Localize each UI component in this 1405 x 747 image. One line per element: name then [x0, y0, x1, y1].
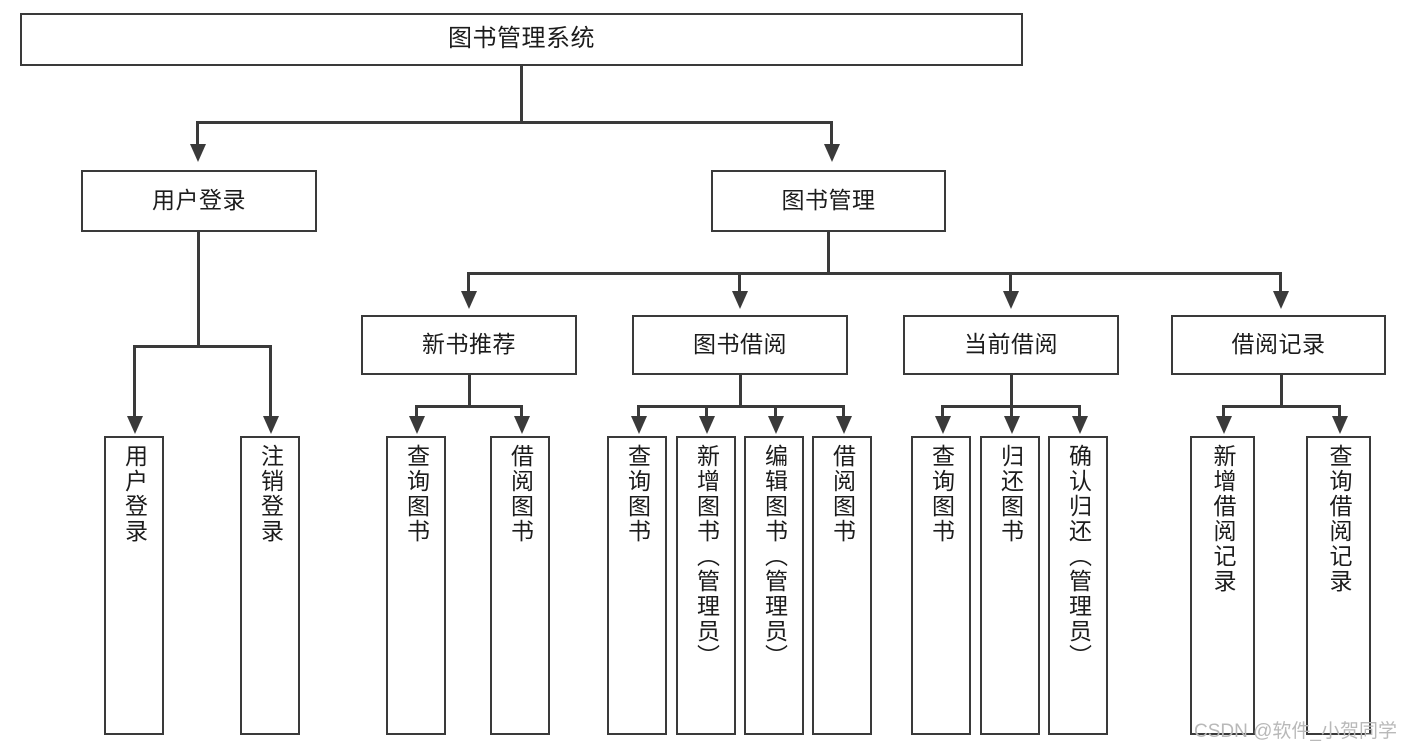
leaf-edit-book[interactable]: 编辑图书（管理员） [744, 436, 804, 735]
node-label: 图书管理 [781, 187, 876, 214]
connector-currentborrow-b3 [1078, 405, 1081, 418]
arrow-to-borrow-book-2 [836, 416, 852, 434]
arrow-to-query-borrow-record [1332, 416, 1348, 434]
connector-bookborrow-b4 [842, 405, 845, 418]
node-label: 确认归还（管理员） [1065, 444, 1092, 669]
connector-bookmgmt-stem [827, 232, 830, 272]
node-label: 借阅图书 [829, 444, 856, 544]
connector-currentborrow-b2 [1010, 405, 1013, 418]
arrow-to-query-book-3 [935, 416, 951, 434]
connector-root-bus [196, 121, 833, 124]
node-new-book-recommend[interactable]: 新书推荐 [361, 315, 577, 375]
node-borrow-record[interactable]: 借阅记录 [1171, 315, 1386, 375]
connector-root-to-bookmgmt [830, 121, 833, 146]
node-label: 查询借阅记录 [1326, 444, 1352, 594]
connector-bookmgmt-b2 [738, 272, 741, 293]
arrow-to-borrow-record [1273, 291, 1289, 309]
connector-currentborrow-stem [1010, 375, 1013, 405]
node-root-system[interactable]: 图书管理系统 [20, 13, 1023, 66]
node-label: 查询图书 [624, 444, 651, 544]
arrow-to-edit-book [768, 416, 784, 434]
leaf-add-book[interactable]: 新增图书（管理员） [676, 436, 736, 735]
node-label: 借阅图书 [507, 444, 534, 544]
connector-newbook-stem [468, 375, 471, 405]
node-label: 当前借阅 [964, 331, 1058, 358]
watermark: CSDN @软件_小贺同学 [1194, 721, 1397, 742]
connector-borrowrecord-b1 [1222, 405, 1225, 418]
node-label: 借阅记录 [1231, 331, 1326, 358]
node-label: 查询图书 [928, 444, 955, 544]
node-label: 新增借阅记录 [1210, 444, 1236, 594]
connector-bookborrow-stem [739, 375, 742, 405]
node-label: 用户登录 [152, 187, 246, 214]
arrow-to-logout-leaf [263, 416, 279, 434]
node-label: 图书借阅 [693, 331, 787, 358]
arrow-to-user-login-leaf [127, 416, 143, 434]
connector-userlogin-stem [197, 232, 200, 345]
node-label: 查询图书 [403, 444, 430, 544]
leaf-query-book-borrow[interactable]: 查询图书 [607, 436, 667, 735]
node-label: 新增图书（管理员） [693, 444, 720, 669]
node-label: 注销登录 [257, 444, 284, 544]
arrow-to-add-borrow-record [1216, 416, 1232, 434]
connector-bookborrow-b1 [637, 405, 640, 418]
node-label: 用户登录 [121, 444, 148, 544]
node-label: 图书管理系统 [448, 25, 595, 53]
arrow-to-borrow-book-1 [514, 416, 530, 434]
connector-bookborrow-b2 [705, 405, 708, 418]
connector-bookmgmt-b4 [1279, 272, 1282, 293]
connector-newbook-b1 [415, 405, 418, 418]
arrow-to-book-borrow [732, 291, 748, 309]
leaf-query-book-current[interactable]: 查询图书 [911, 436, 971, 735]
connector-borrowrecord-bus [1222, 405, 1338, 408]
leaf-query-book-recommend[interactable]: 查询图书 [386, 436, 446, 735]
node-label: 归还图书 [997, 444, 1024, 544]
leaf-logout[interactable]: 注销登录 [240, 436, 300, 735]
leaf-query-borrow-record[interactable]: 查询借阅记录 [1306, 436, 1371, 735]
node-current-borrow[interactable]: 当前借阅 [903, 315, 1119, 375]
leaf-return-book[interactable]: 归还图书 [980, 436, 1040, 735]
arrow-to-confirm-return [1072, 416, 1088, 434]
connector-userlogin-b1 [133, 345, 136, 418]
connector-bookborrow-b3 [774, 405, 777, 418]
arrow-to-book-management [824, 144, 840, 162]
connector-borrowrecord-b2 [1338, 405, 1341, 418]
leaf-user-login[interactable]: 用户登录 [104, 436, 164, 735]
leaf-confirm-return[interactable]: 确认归还（管理员） [1048, 436, 1108, 735]
connector-bookmgmt-bus [467, 272, 1279, 275]
connector-borrowrecord-stem [1280, 375, 1283, 405]
arrow-to-current-borrow [1003, 291, 1019, 309]
node-book-management[interactable]: 图书管理 [711, 170, 946, 232]
connector-bookmgmt-b3 [1009, 272, 1012, 293]
connector-root-to-login [196, 121, 199, 146]
connector-userlogin-b2 [269, 345, 272, 418]
connector-bookmgmt-b1 [467, 272, 470, 293]
node-user-login[interactable]: 用户登录 [81, 170, 317, 232]
node-book-borrow[interactable]: 图书借阅 [632, 315, 848, 375]
connector-newbook-bus [415, 405, 520, 408]
connector-newbook-b2 [520, 405, 523, 418]
node-label: 编辑图书（管理员） [761, 444, 788, 669]
connector-currentborrow-b1 [941, 405, 944, 418]
node-label: 新书推荐 [422, 331, 516, 358]
connector-userlogin-bus [133, 345, 271, 348]
arrow-to-new-book-recommend [461, 291, 477, 309]
leaf-borrow-book-recommend[interactable]: 借阅图书 [490, 436, 550, 735]
leaf-add-borrow-record[interactable]: 新增借阅记录 [1190, 436, 1255, 735]
connector-root-stem [520, 66, 523, 121]
arrow-to-return-book [1004, 416, 1020, 434]
leaf-borrow-book[interactable]: 借阅图书 [812, 436, 872, 735]
arrow-to-query-book-2 [631, 416, 647, 434]
connector-bookborrow-bus [637, 405, 844, 408]
arrow-to-user-login [190, 144, 206, 162]
arrow-to-query-book-1 [409, 416, 425, 434]
arrow-to-add-book [699, 416, 715, 434]
